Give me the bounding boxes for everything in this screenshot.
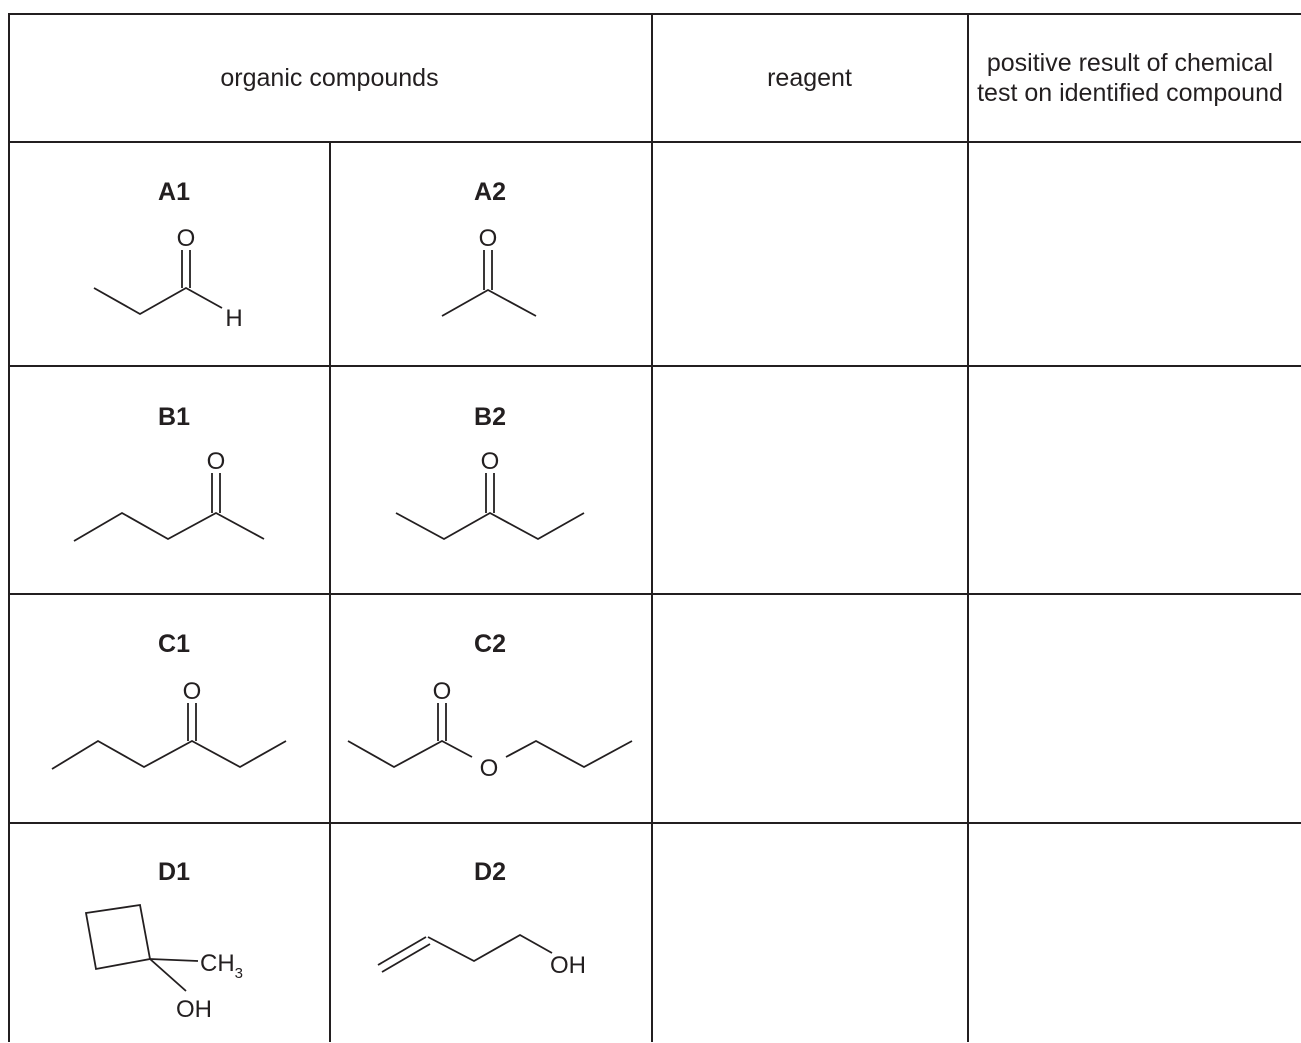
atom-o: O (479, 225, 498, 252)
atom-o: O (481, 448, 500, 475)
atom-o-carbonyl: O (433, 678, 452, 705)
header-reagent-text: reagent (767, 63, 852, 92)
atom-o: O (183, 678, 202, 705)
atom-h: H (225, 305, 242, 332)
header-positive-result: positive result of chemical test on iden… (975, 14, 1285, 141)
structure-d1: CH3 OH (84, 903, 243, 1023)
structure-c2: O O (347, 678, 633, 782)
col-border-reagent (651, 13, 653, 1042)
result-cell-d[interactable] (969, 824, 1301, 1042)
reagent-cell-c[interactable] (653, 595, 966, 821)
atom-oh: OH (550, 952, 586, 979)
compound-label-b1: B1 (158, 403, 190, 431)
row-border-top (8, 13, 1301, 15)
col-border-result (967, 13, 969, 1042)
row-border-b (8, 593, 1301, 595)
atom-o: O (177, 225, 196, 252)
col-border-compounds-split (329, 141, 331, 1042)
reagent-cell-d[interactable] (653, 824, 966, 1042)
structure-b2: O (395, 448, 585, 541)
structure-c1: O (51, 678, 287, 770)
compound-label-c2: C2 (474, 630, 506, 658)
compound-label-b2: B2 (474, 403, 506, 431)
header-organic-compounds: organic compounds (8, 14, 651, 141)
atom-ch3: CH3 (200, 950, 243, 982)
structure-a2: O (441, 225, 537, 317)
compound-label-c1: C1 (158, 630, 190, 658)
compound-label-d2: D2 (474, 858, 506, 886)
compound-label-a2: A2 (474, 178, 506, 206)
col-border-left (8, 13, 10, 1042)
reagent-cell-a[interactable] (653, 143, 966, 364)
atom-oh: OH (176, 996, 212, 1023)
row-border-header (8, 141, 1301, 143)
compound-label-d1: D1 (158, 858, 190, 886)
compound-label-a1: A1 (158, 178, 190, 206)
row-border-c (8, 822, 1301, 824)
header-reagent: reagent (652, 14, 967, 141)
row-border-a (8, 365, 1301, 367)
result-cell-b[interactable] (969, 367, 1301, 592)
header-organic-compounds-text: organic compounds (220, 63, 439, 92)
structure-b1: O (73, 448, 265, 542)
atom-o: O (207, 448, 226, 475)
structure-a1: O H (93, 225, 243, 332)
structure-d2: OH (377, 933, 586, 979)
result-cell-a[interactable] (969, 143, 1301, 364)
header-positive-result-text: positive result of chemical test on iden… (977, 48, 1283, 107)
atom-o-ester: O (480, 755, 499, 782)
result-cell-c[interactable] (969, 595, 1301, 821)
reagent-cell-b[interactable] (653, 367, 966, 592)
